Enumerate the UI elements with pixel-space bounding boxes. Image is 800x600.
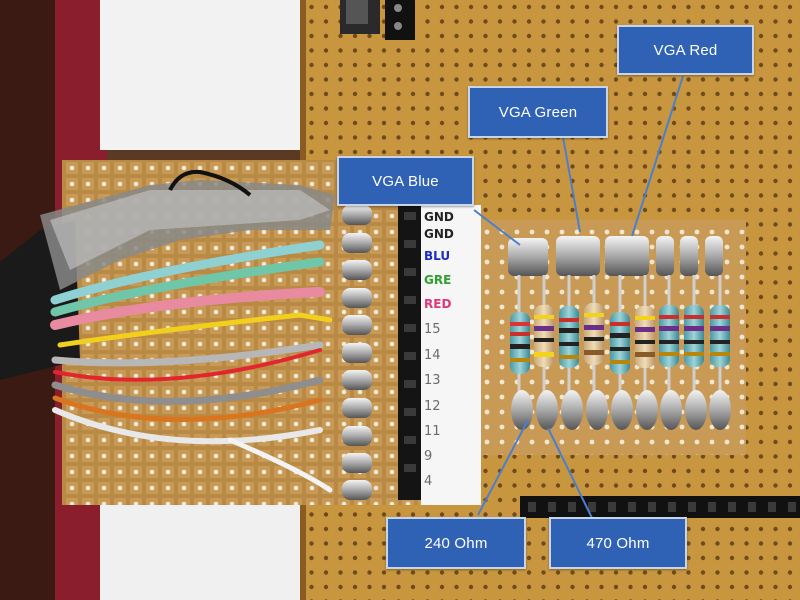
callout-arrows bbox=[473, 75, 684, 519]
callout-vga-green: VGA Green bbox=[468, 86, 608, 138]
callout-470-ohm: 470 Ohm bbox=[549, 517, 687, 569]
solder-joints-left bbox=[342, 205, 372, 500]
pin-label-12: 12 bbox=[424, 399, 441, 414]
pin-label-14: 14 bbox=[424, 348, 441, 363]
callout-vga-blue: VGA Blue bbox=[337, 156, 474, 206]
callout-240-ohm: 240 Ohm bbox=[386, 517, 526, 569]
pin-label-9: 9 bbox=[424, 449, 433, 464]
callout-vga-red: VGA Red bbox=[617, 25, 754, 75]
label-strip bbox=[421, 205, 481, 505]
pin-label-4: 4 bbox=[424, 474, 433, 489]
ribbon-wires bbox=[50, 240, 333, 493]
resistors bbox=[510, 275, 731, 430]
white-paper bbox=[100, 0, 305, 150]
pin-label-11: 11 bbox=[424, 424, 441, 439]
pin-label-15: 15 bbox=[424, 322, 441, 337]
pin-label-gnd-1: GND bbox=[424, 210, 454, 224]
pin-label-blue: BLU bbox=[424, 249, 451, 263]
pin-label-green: GRE bbox=[424, 273, 452, 287]
pin-label-gnd-2: GND bbox=[424, 227, 454, 241]
pin-label-13: 13 bbox=[424, 373, 441, 388]
pin-label-red: RED bbox=[424, 297, 452, 311]
resistor-top-pads bbox=[508, 236, 723, 276]
bottom-pin-header bbox=[520, 496, 800, 518]
